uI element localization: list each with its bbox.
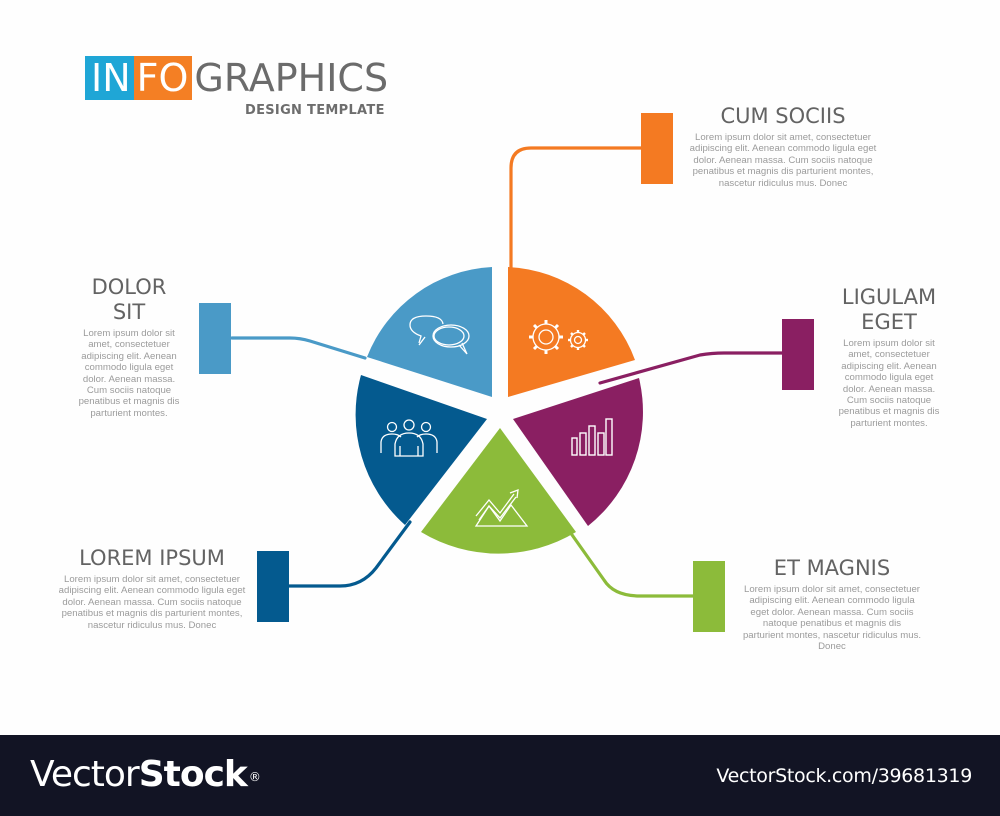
infographic-title: IN FO GRAPHICS DESIGN TEMPLATE [85, 56, 389, 118]
marker-et-magnis [693, 561, 725, 632]
chat-bubbles-icon [409, 315, 470, 355]
trend-up-icon [474, 489, 529, 527]
body-ligulam-eget: Lorem ipsum dolor sit amet, consectetuer… [838, 338, 940, 429]
image-reference: VectorStock.com/39681319 [716, 765, 972, 787]
body-lorem-ipsum: Lorem ipsum dolor sit amet, consectetuer… [58, 574, 246, 631]
footer-bar: VectorStock® VectorStock.com/39681319 [0, 735, 1000, 816]
heading-ligulam-eget: LIGULAM EGET [838, 285, 940, 335]
heading-text-ligulam-eget: LIGULAM EGET [841, 285, 937, 334]
gears-icon [529, 320, 588, 354]
block-cum-sociis: CUM SOCIIS Lorem ipsum dolor sit amet, c… [688, 104, 878, 189]
block-et-magnis: ET MAGNIS Lorem ipsum dolor sit amet, co… [742, 556, 922, 652]
wedge-cum-sociis [508, 267, 635, 397]
marker-lorem-ipsum [257, 551, 289, 622]
connector-et-magnis [568, 530, 696, 598]
subtitle: DESIGN TEMPLATE [245, 103, 385, 118]
connector-cum-sociis [509, 146, 644, 274]
heading-text-dolor-sit: DOLOR SIT [91, 275, 167, 324]
body-dolor-sit: Lorem ipsum dolor sit amet, consectetuer… [78, 328, 180, 419]
wedge-dolor-sit [367, 267, 492, 397]
heading-dolor-sit: DOLOR SIT [78, 275, 180, 325]
heading-et-magnis: ET MAGNIS [773, 556, 891, 580]
infographic-canvas [0, 0, 1000, 735]
body-cum-sociis: Lorem ipsum dolor sit amet, consectetuer… [689, 132, 877, 189]
wedge-et-magnis [421, 428, 576, 554]
brand-light: Vector [30, 754, 140, 795]
pie-diagram [199, 113, 814, 632]
title-part-fo: FO [133, 56, 193, 100]
team-icon [380, 419, 438, 457]
marker-dolor-sit [199, 303, 231, 374]
connector-ligulam-eget [598, 351, 785, 385]
block-lorem-ipsum: LOREM IPSUM Lorem ipsum dolor sit amet, … [57, 546, 247, 631]
block-ligulam-eget: LIGULAM EGET Lorem ipsum dolor sit amet,… [838, 285, 940, 429]
brand-bold: Stock [138, 754, 248, 795]
body-et-magnis: Lorem ipsum dolor sit amet, consectetuer… [742, 584, 922, 653]
heading-cum-sociis: CUM SOCIIS [720, 104, 846, 128]
brand-logo: VectorStock® [30, 754, 261, 795]
title-part-in: IN [85, 56, 134, 100]
wedge-lorem-ipsum [355, 375, 487, 525]
registered-mark: ® [248, 770, 261, 784]
bar-chart-icon [571, 418, 613, 456]
connector-lorem-ipsum [287, 520, 412, 588]
marker-cum-sociis [641, 113, 673, 184]
marker-ligulam-eget [782, 319, 814, 390]
connector-dolor-sit [230, 336, 367, 360]
wedge-ligulam-eget [513, 378, 643, 526]
heading-lorem-ipsum: LOREM IPSUM [79, 546, 225, 570]
title-part-graphics: GRAPHICS [194, 56, 389, 100]
block-dolor-sit: DOLOR SIT Lorem ipsum dolor sit amet, co… [78, 275, 180, 419]
